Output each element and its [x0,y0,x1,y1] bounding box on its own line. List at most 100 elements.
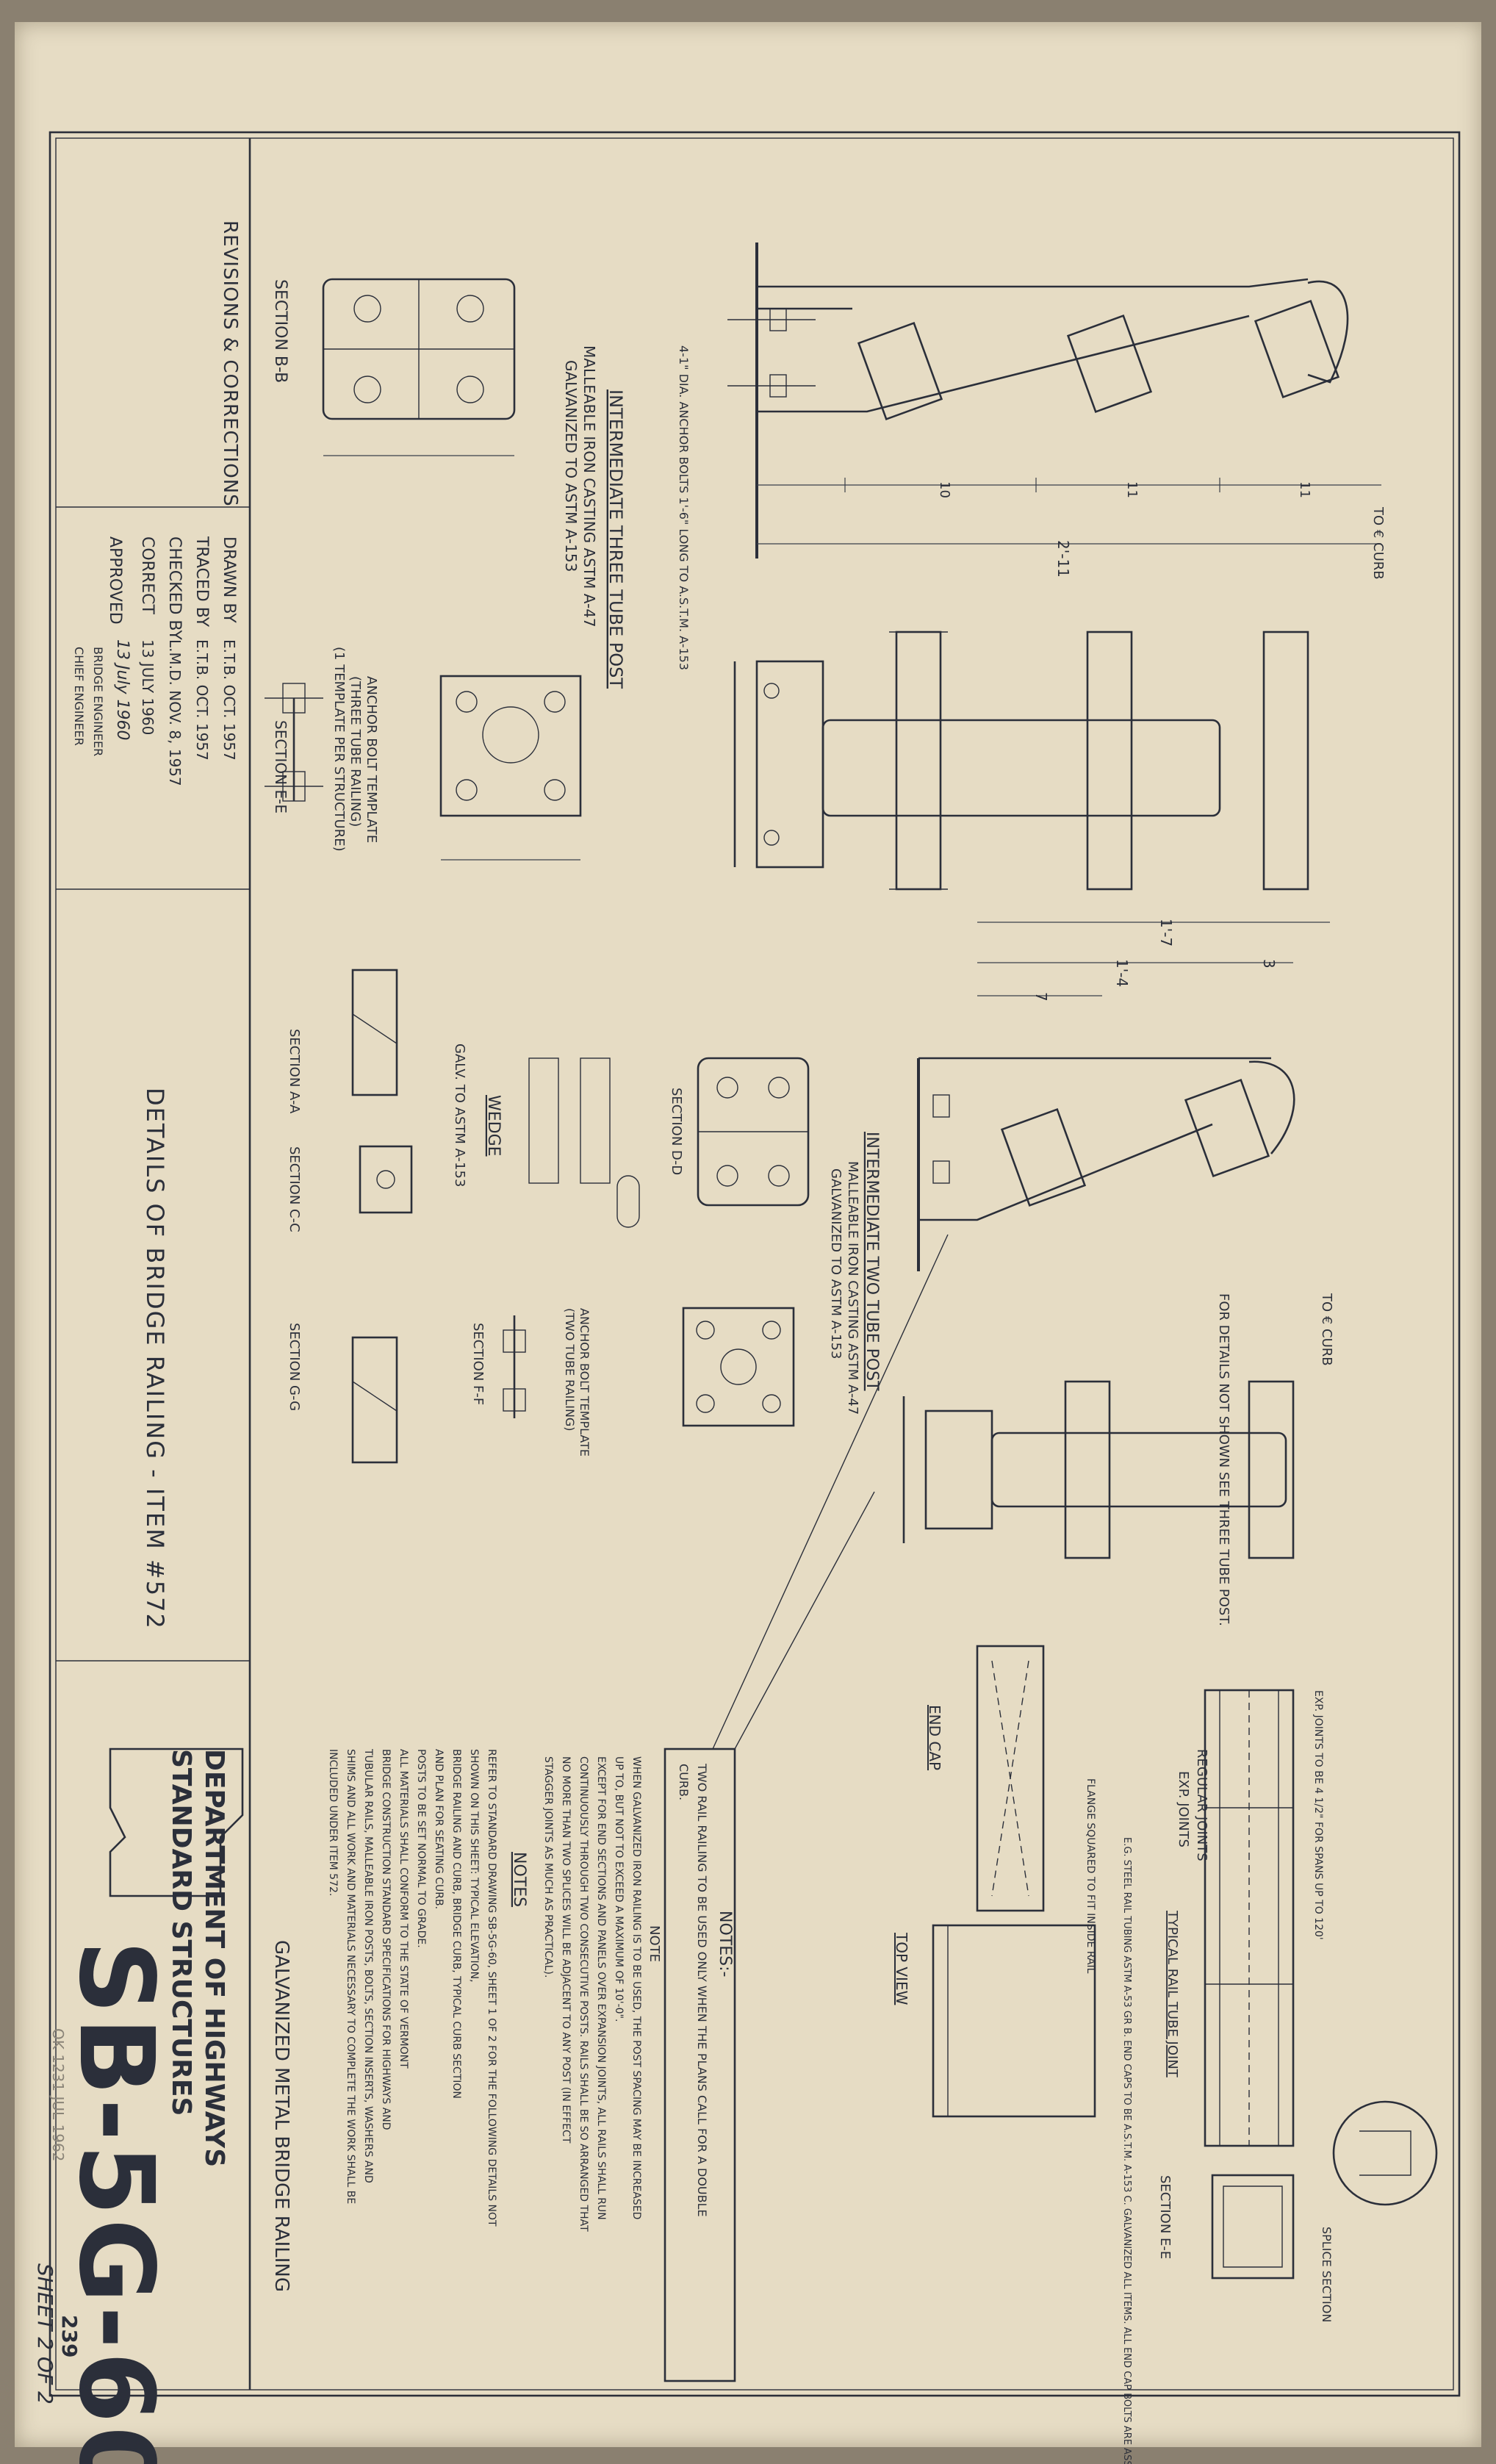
section-c-c-label: SECTION C-C [287,1146,302,1232]
approved-value: 13 July 1960 [113,639,132,741]
note-line: NO MORE THAN TWO SPLICES WILL BE ADJACEN… [560,1756,572,2144]
vermont-seal-outline [109,1748,244,1897]
note-line: TUBULAR RAILS, MALLEABLE IRON POSTS, BOL… [362,1748,374,2183]
one-template-label: (1 TEMPLATE PER STRUCTURE) [331,647,347,852]
wedge-sections: SECTION A-A SECTION C-C SECTION G-G [287,969,413,1464]
outer-border [48,131,1461,2397]
three-tube-post-title: INTERMEDIATE THREE TUBE POST [605,389,626,689]
section-g-g-label: SECTION G-G [287,1323,302,1411]
dim-1-7: 1'-7 [1157,919,1175,947]
two-rail-notes-box: NOTES:- TWO RAIL RAILING TO BE USED ONLY… [542,1748,736,2382]
dim-2-11: 2'-11 [1054,540,1072,578]
section-e-e-detail: SECTION E-E [265,683,323,813]
checked-by-label: CHECKED BY [165,536,184,640]
two-tube-post-elevation: 1'-7 1'-4 7 3 FOR DETAILS NOT SHOWN SEE … [917,919,1334,1626]
note-line: REFER TO STANDARD DRAWING SB-5G-60, SHEE… [486,1749,497,2227]
dim-11b: 11 [1297,481,1312,498]
wedge-detail: WEDGE GALV. TO ASTM A-153 [452,1044,640,1228]
traced-by-value: E.T.B. OCT. 1957 [193,639,211,761]
general-notes-panel: GALVANIZED METAL BRIDGE RAILING NOTES RE… [270,1748,528,2292]
sheet-title: DETAILS OF BRIDGE RAILING - ITEM #572 [141,1088,169,1630]
drawing-number: SB-5G-60 [56,1940,176,2464]
section-d-d-detail: SECTION D-D [669,1057,810,1207]
department-line2: STANDARD STRUCTURES [166,1749,196,2116]
dim-10: 10 [937,481,952,498]
anchor-bolts-note: 4-1" DIA. ANCHOR BOLTS 1'-6" LONG TO A.S… [677,345,691,670]
typical-rail-tube-joint: REGULAR JOINTS EXP. JOINTS TYPICAL RAIL … [1165,1689,1324,2147]
note-line: BRIDGE CONSTRUCTION STANDARD SPECIFICATI… [380,1749,392,2130]
sheet-number: SHEET 2 OF 2 [33,2263,57,2404]
three-tube-post-elevation: 10 11 11 2'-11 TO € CURB [727,243,1386,580]
end-cap-note: E.G. STEEL RAIL TUBING ASTM A-53 GR B. E… [1121,1837,1132,2464]
galv-astm-label: GALV. TO ASTM A-153 [452,1044,467,1187]
section-f-f-label: SECTION F-F [470,1323,486,1405]
notes-box-line2: CURB. [677,1764,691,1800]
checked-by-value: L.M.D. NOV. 8, 1957 [166,639,184,786]
note-line: STAGGER JOINTS AS MUCH AS PRACTICAL). [542,1756,554,1978]
note-box-lines: WHEN GALVANIZED IRON RAILING IS TO BE US… [542,1756,642,2232]
anchor-bolt-template-two: ANCHOR BOLT TEMPLATE (TWO TUBE RAILING) [563,1307,795,1457]
correct-value: 13 JULY 1960 [139,639,157,735]
two-tube-railing-label: (TWO TUBE RAILING) [563,1308,577,1432]
dim-11a: 11 [1124,481,1140,498]
bridge-engineer-label: BRIDGE ENGINEER [91,647,105,756]
note-line: ALL MATERIALS SHALL CONFORM TO THE STATE… [398,1749,409,2069]
section-b-b-label: SECTION B-B [271,279,290,383]
leader-arrow-2 [734,1491,875,1750]
anchor-bolt-template-two-label: ANCHOR BOLT TEMPLATE [578,1308,591,1457]
to-curb-middle: TO € CURB [1319,1293,1334,1366]
wedge-label: WEDGE [484,1095,503,1157]
to-curb-top: TO € CURB [1370,506,1386,580]
dim-1-4: 1'-4 [1113,959,1131,987]
drawing-sheet [15,22,1481,2447]
three-tube-post-labels: INTERMEDIATE THREE TUBE POST MALLEABLE I… [562,345,691,689]
correct-label: CORRECT [138,536,157,615]
revisions-label: REVISIONS & CORRECTIONS [219,220,241,507]
note-line: WHEN GALVANIZED IRON RAILING IS TO BE US… [630,1756,642,2219]
two-tube-galvanized: GALVANIZED TO ASTM A-153 [828,1168,844,1359]
section-a-a-label: SECTION A-A [287,1029,302,1114]
section-f-f-detail: SECTION F-F [470,1315,526,1418]
note-line: EXCEPT FOR END SECTIONS AND PANELS OVER … [595,1756,607,2220]
department-line1: DEPARTMENT OF HIGHWAYS [199,1749,229,2167]
section-b-b-detail: SECTION B-B [271,278,516,456]
note-label: NOTE [647,1925,662,1962]
notes-subtitle: GALVANIZED METAL BRIDGE RAILING [270,1940,292,2292]
section-e-e-lower-label: SECTION E-E [1157,2175,1173,2259]
exp-joints-note: EXP. JOINTS TO BE 4 1/2" FOR SPANS UP TO… [1312,1690,1324,1940]
notes-box-heading: NOTES:- [716,1911,734,1977]
section-e-e-label: SECTION E-E [272,720,290,813]
notes-lines: REFER TO STANDARD DRAWING SB-5G-60, SHEE… [327,1748,497,2227]
notes-box-line1: TWO RAIL RAILING TO BE USED ONLY WHEN TH… [695,1763,709,2217]
two-tube-malleable: MALLEABLE IRON CASTING ASTM A-47 [845,1161,860,1415]
two-tube-post-labels: INTERMEDIATE TWO TUBE POST MALLEABLE IRO… [828,1132,881,1415]
dim-3: 3 [1260,959,1278,969]
end-cap-note-block: E.G. STEEL RAIL TUBING ASTM A-53 GR B. E… [1121,1837,1132,2464]
splice-section: SPLICE SECTION [1320,2100,1438,2322]
note-line: CONTINUOUSLY THROUGH TWO CONSECUTIVE POS… [578,1756,589,2232]
three-tube-railing-label: (THREE TUBE RAILING) [348,676,363,827]
title-block: REVISIONS & CORRECTIONS DRAWN BY E.T.B. … [33,138,251,2464]
regular-joints-label: REGULAR JOINTS [1194,1749,1209,1861]
anchor-bolt-template-label: ANCHOR BOLT TEMPLATE [364,676,379,843]
drawn-by-label: DRAWN BY [220,536,238,623]
note-line: POSTS TO BE SET NORMAL TO GRADE. [415,1749,427,1948]
three-tube-malleable: MALLEABLE IRON CASTING ASTM A-47 [580,345,598,628]
three-tube-galvanized: GALVANIZED TO ASTM A-153 [562,360,580,572]
drawn-by-value: E.T.B. OCT. 1957 [220,639,238,761]
approved-label: APPROVED [106,536,124,625]
traced-by-label: TRACED BY [193,536,211,628]
splice-section-label: SPLICE SECTION [1320,2227,1334,2322]
note-line: SHOWN ON THIS SHEET: TYPICAL ELEVATION, [468,1749,480,1983]
section-e-e-lower: SECTION E-E [1157,2174,1295,2280]
notes-heading: NOTES [510,1852,528,1907]
two-tube-post-title: INTERMEDIATE TWO TUBE POST [863,1132,881,1391]
top-view-label: TOP VIEW [893,1932,910,2005]
typical-rail-tube-joint-label: TYPICAL RAIL TUBE JOINT [1165,1910,1180,2078]
note-line: AND PLAN FOR SEATING CURB. [433,1749,445,1909]
faint-stamp: OK 1231 JUL 1962 [49,2028,67,2161]
for-details-note: FOR DETAILS NOT SHOWN SEE THREE TUBE POS… [1216,1293,1231,1626]
anchor-bolt-template-three: ANCHOR BOLT TEMPLATE (THREE TUBE RAILING… [331,647,582,861]
chief-engineer-label: CHIEF ENGINEER [72,647,86,746]
